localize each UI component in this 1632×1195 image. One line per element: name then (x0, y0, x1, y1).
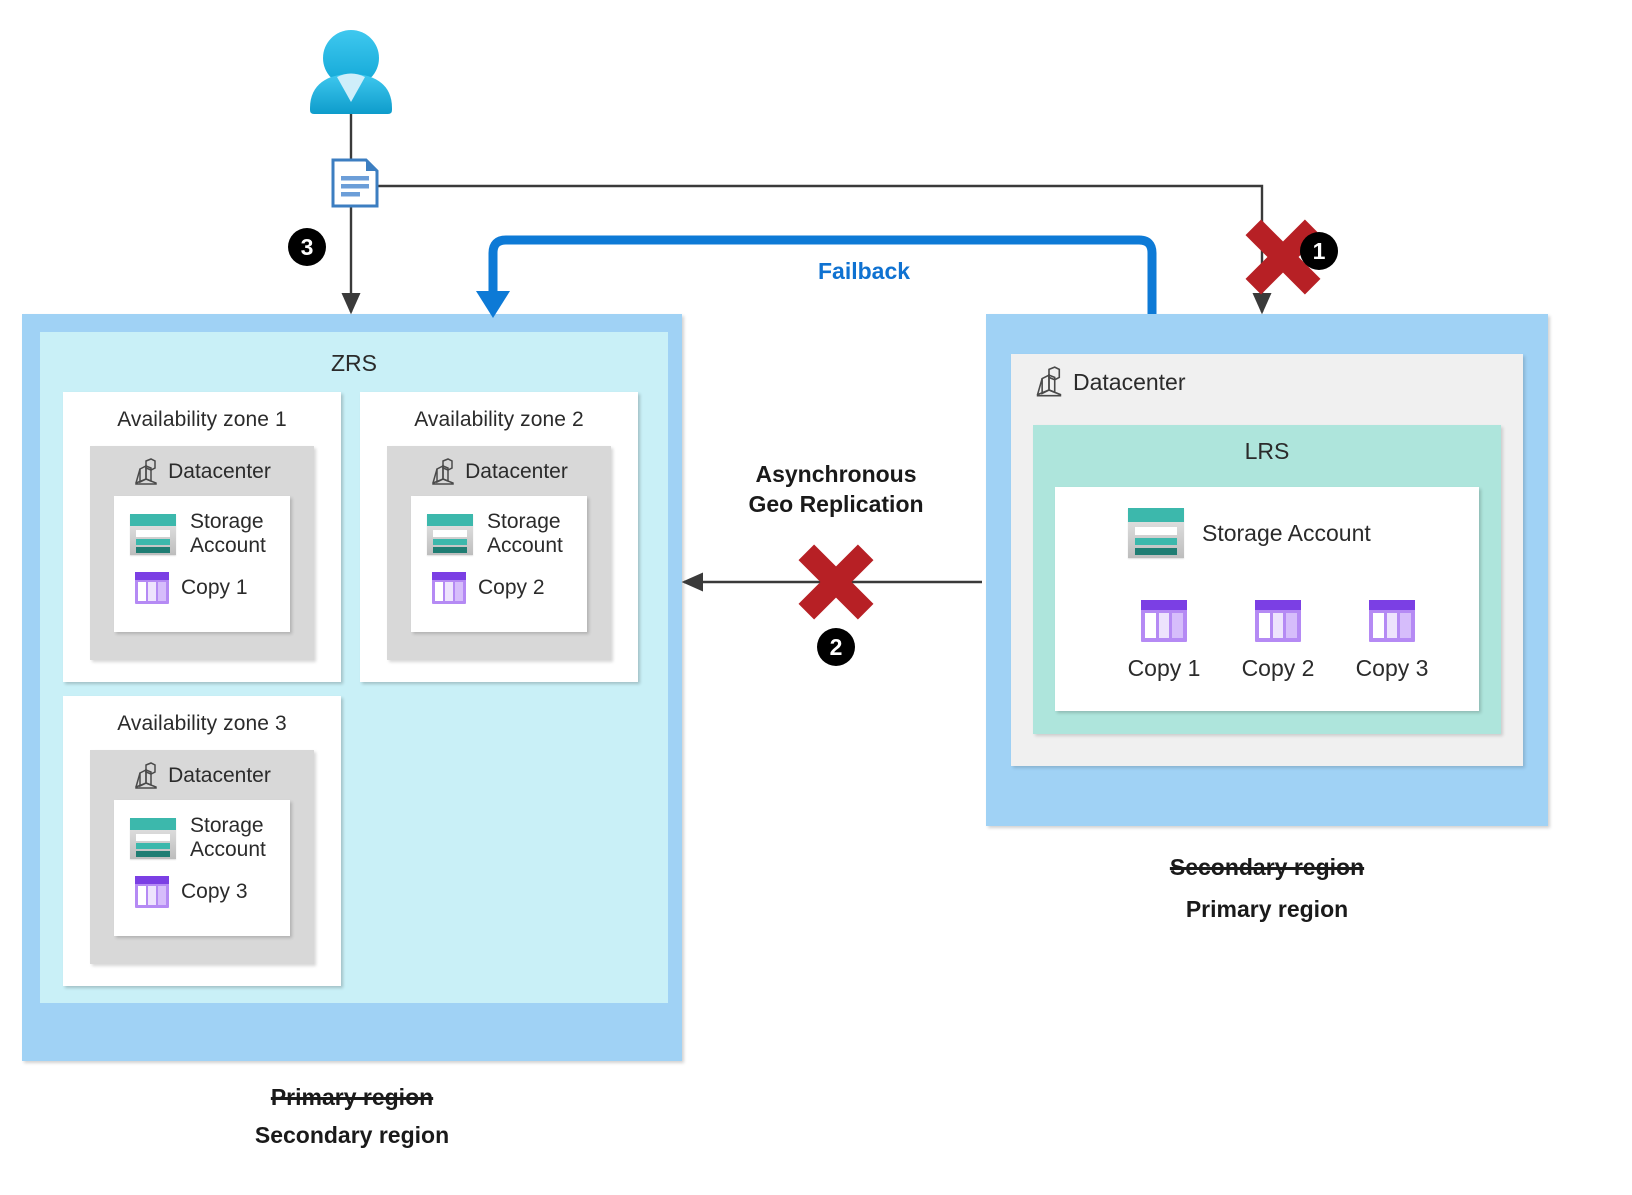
availability-zone-1-title: Availability zone 1 (117, 408, 287, 431)
lrs-storage-panel (1055, 487, 1479, 711)
datacenter-header-az2: Datacenter (387, 458, 611, 486)
datacenter-header-az3: Datacenter (90, 762, 314, 790)
datacenter-label-az1: Datacenter (168, 460, 271, 483)
right-datacenter-label: Datacenter (1073, 368, 1186, 395)
failback-label: Failback (818, 258, 911, 284)
availability-zone-3-datacenter-box: Datacenter Storage Account (90, 750, 314, 964)
az2-copy-label: Copy 2 (478, 576, 545, 600)
az1-storage-line1: Storage (190, 510, 264, 533)
geo-replication-line1: Asynchronous (755, 461, 917, 487)
storage-account-icon (130, 513, 176, 555)
az3-storage-line1: Storage (190, 814, 264, 837)
az2-storage-account-row: Storage Account (427, 510, 587, 558)
step-badge-1: 1 (1300, 232, 1338, 270)
copy-icon (135, 572, 169, 605)
copy-2-item: Copy 2 (1232, 600, 1324, 682)
az1-copy-row: Copy 1 (135, 572, 290, 605)
az3-copy-label: Copy 3 (181, 880, 248, 904)
geo-replication-label: Asynchronous Geo Replication (686, 460, 986, 520)
storage-account-icon (130, 817, 176, 859)
az1-storage-panel: Storage Account Copy 1 (114, 496, 290, 632)
copy-icon (135, 876, 169, 909)
datacenter-label-az3: Datacenter (168, 764, 271, 787)
step-badge-3: 3 (288, 228, 326, 266)
right-storage-account-row: Storage Account (1128, 508, 1371, 558)
copy-icon (1141, 600, 1187, 642)
datacenter-icon (135, 458, 157, 485)
az1-storage-account-row: Storage Account (130, 510, 290, 558)
copy-1-item: Copy 1 (1118, 600, 1210, 682)
copy-icon (432, 572, 466, 605)
availability-zone-2-card: Availability zone 2 Datacenter (360, 392, 638, 682)
copy-2-label: Copy 2 (1241, 655, 1315, 681)
right-region-new-label: Primary region (1185, 896, 1349, 922)
az1-copy-label: Copy 1 (181, 576, 248, 600)
lrs-label: LRS (1244, 438, 1290, 464)
az1-storage-line2: Account (190, 534, 266, 558)
copy-icon (1255, 600, 1301, 642)
az2-copy-row: Copy 2 (432, 572, 587, 605)
az3-storage-line2: Account (190, 838, 266, 862)
user-icon (310, 30, 392, 114)
right-copies-row: Copy 1 Copy 2 Copy 3 (1118, 600, 1438, 682)
storage-account-icon (427, 513, 473, 555)
az2-storage-line2: Account (487, 534, 563, 558)
copy-1-label: Copy 1 (1127, 655, 1201, 681)
copy-icon (1369, 600, 1415, 642)
left-region-new-label: Secondary region (254, 1122, 450, 1148)
document-icon (331, 158, 379, 208)
az3-storage-account-row: Storage Account (130, 814, 290, 862)
az3-storage-panel: Storage Account Copy 3 (114, 800, 290, 936)
availability-zone-3-title: Availability zone 3 (117, 712, 287, 735)
copy-3-item: Copy 3 (1346, 600, 1438, 682)
datacenter-header-az1: Datacenter (90, 458, 314, 486)
storage-account-icon (1128, 508, 1184, 558)
right-storage-account-label: Storage Account (1202, 519, 1371, 546)
az3-copy-row: Copy 3 (135, 876, 290, 909)
step-badge-2: 2 (817, 628, 855, 666)
datacenter-icon (135, 762, 157, 789)
datacenter-icon (432, 458, 454, 485)
az2-storage-line1: Storage (487, 510, 561, 533)
availability-zone-2-title: Availability zone 2 (414, 408, 584, 431)
availability-zone-1-datacenter-box: Datacenter Storage Account (90, 446, 314, 660)
datacenter-icon (1036, 366, 1062, 397)
geo-replication-line2: Geo Replication (748, 490, 924, 517)
right-region-old-label: Secondary region (1169, 854, 1365, 880)
datacenter-label-az2: Datacenter (465, 460, 568, 483)
x-mark-2 (798, 544, 874, 620)
availability-zone-3-card: Availability zone 3 Datacenter (63, 696, 341, 986)
document-to-right-region-line (377, 184, 1272, 315)
left-region-old-label: Primary region (270, 1084, 434, 1110)
zrs-label: ZRS (331, 350, 377, 376)
az2-storage-panel: Storage Account Copy 2 (411, 496, 587, 632)
copy-3-label: Copy 3 (1355, 655, 1429, 681)
availability-zone-1-card: Availability zone 1 Datacenter (63, 392, 341, 682)
right-datacenter-header: Datacenter (1034, 366, 1186, 398)
availability-zone-2-datacenter-box: Datacenter Storage Account (387, 446, 611, 660)
